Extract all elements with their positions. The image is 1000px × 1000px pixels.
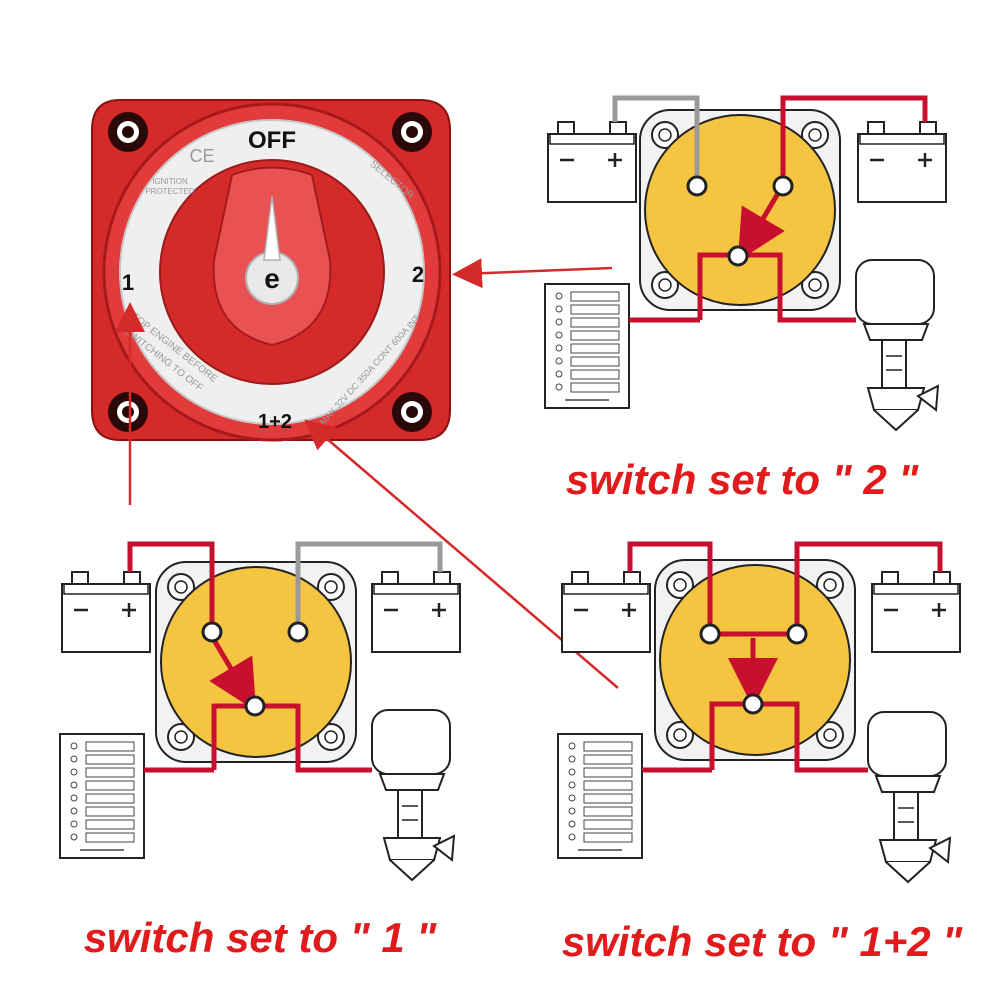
- wire-battery-1-active: [627, 541, 713, 634]
- switch-body: [639, 109, 841, 311]
- terminal-1: [699, 623, 721, 645]
- battery-1: [60, 570, 152, 654]
- position-2-label: 2: [412, 262, 424, 287]
- wire-battery-1-active: [127, 541, 215, 632]
- ignition-text-2: PROTECTED: [145, 187, 195, 196]
- link-arrow-2: [452, 258, 613, 289]
- terminal-common: [244, 695, 266, 717]
- terminal-2: [772, 175, 794, 197]
- panel-caption: switch set to " 2 ": [566, 456, 920, 503]
- terminal-2: [287, 621, 309, 643]
- wire-output: [211, 703, 372, 773]
- knob-logo: e: [264, 263, 280, 294]
- wire-battery-2-inactive: [295, 541, 443, 632]
- outboard-motor: [371, 709, 455, 881]
- battery-2: [870, 570, 962, 654]
- switch-path-arrow: [737, 188, 785, 262]
- outboard-motor: [855, 259, 939, 431]
- switch-path-arrow: [209, 638, 257, 712]
- battery-1: [560, 570, 652, 654]
- battery-1: [546, 120, 638, 204]
- panel-caption: switch set to " 1+2 ": [562, 918, 964, 965]
- wire-battery-1-inactive: [612, 95, 700, 186]
- wire-battery-2-active: [780, 95, 928, 186]
- terminal-1: [686, 175, 708, 197]
- panel-switch-both: switch set to " 1+2 ": [557, 541, 964, 965]
- outboard-motor: [867, 711, 951, 883]
- terminal-1: [201, 621, 223, 643]
- position-both-label: 1+2: [258, 411, 292, 433]
- panel-switch-1: switch set to " 1 ": [59, 541, 462, 961]
- battery-2: [370, 570, 462, 654]
- fuse-panel: [544, 283, 630, 409]
- terminal-common: [727, 245, 749, 267]
- fuse-panel: [557, 733, 643, 859]
- switch-body: [155, 561, 357, 763]
- ignition-text-1: IGNITION: [152, 177, 188, 186]
- wire-battery-2-active: [794, 541, 943, 634]
- terminal-2: [786, 623, 808, 645]
- position-1-label: 1: [122, 270, 134, 295]
- terminal-common: [742, 693, 764, 715]
- ce-mark: CE: [189, 146, 214, 166]
- fuse-panel: [59, 733, 145, 859]
- panel-switch-2: switch set to " 2 ": [544, 95, 948, 503]
- battery-switch-unit: e OFF CE IGNITION PROTECTED SELECTOR 1 2…: [91, 99, 451, 442]
- position-off-label: OFF: [248, 127, 296, 154]
- panel-caption: switch set to " 1 ": [84, 914, 438, 961]
- battery-2: [856, 120, 948, 204]
